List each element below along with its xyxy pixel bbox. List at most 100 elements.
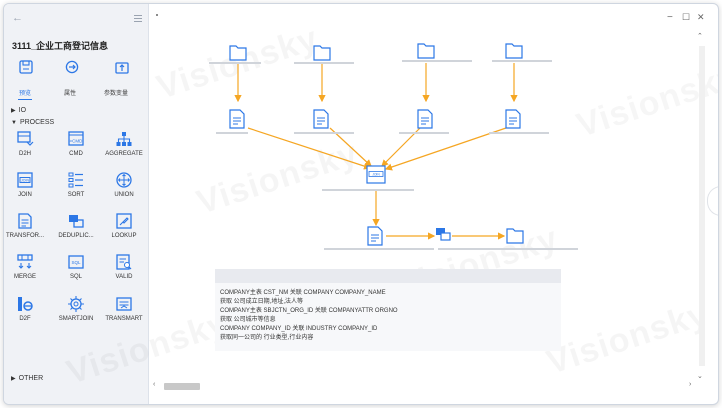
union-icon: [116, 172, 132, 188]
description-line: 获取 公司成立日期,地址,法人等: [220, 299, 304, 305]
minimize-button[interactable]: −: [667, 12, 673, 23]
description-line: 获取同一公司的 行业类型,行业内容: [220, 335, 314, 341]
transmart-icon: [116, 297, 132, 311]
scroll-down-icon[interactable]: ⌄: [697, 373, 703, 380]
d2f-icon: [18, 297, 33, 311]
tool-label: MERGE: [13, 274, 36, 280]
tool-label: CMD: [69, 151, 83, 157]
tool-cmd[interactable]: >CMD CMD: [55, 130, 97, 164]
tool-merge[interactable]: MERGE: [4, 253, 46, 287]
expand-icon: ▶: [11, 376, 16, 382]
node-label: [438, 248, 578, 250]
tool-aggregate[interactable]: AGGREGATE: [103, 130, 145, 164]
source-folder-node[interactable]: [229, 45, 247, 61]
tool-label: JOIN: [18, 192, 32, 198]
group-io[interactable]: ▶IO: [11, 107, 26, 114]
tool-transform[interactable]: TRANSFOR...: [4, 212, 46, 246]
valid-icon: [116, 254, 132, 270]
tool-dedup[interactable]: DEDUPLIC...: [55, 212, 97, 246]
side-panel-handle[interactable]: [707, 186, 718, 216]
transform-node[interactable]: [367, 226, 383, 246]
transform-node[interactable]: [229, 109, 245, 129]
tool-d2f[interactable]: D2F: [4, 295, 46, 329]
tab-parameters[interactable]: 参数变量: [104, 91, 129, 97]
save-icon[interactable]: [19, 60, 35, 76]
flow-edge: [381, 127, 421, 167]
watermark: Visionsky: [542, 294, 713, 383]
tab-properties[interactable]: 属性: [64, 91, 77, 97]
run-icon[interactable]: [65, 60, 81, 76]
description-panel: COMPANY主表 CST_NM 关联 COMPANY COMPANY_NAME…: [215, 269, 561, 351]
transform-node[interactable]: [313, 109, 329, 129]
d2h-icon: [17, 131, 34, 146]
tool-label: DEDUPLIC...: [58, 233, 94, 239]
tool-label: AGGREGATE: [105, 151, 143, 157]
back-icon[interactable]: ←: [12, 12, 23, 24]
transform-node[interactable]: [417, 109, 433, 129]
group-process-label: PROCESS: [19, 119, 55, 126]
join-node[interactable]: JOIN: [366, 165, 386, 184]
close-button[interactable]: ✕: [697, 12, 705, 22]
tool-label: SQL: [69, 274, 82, 280]
node-label: [402, 60, 472, 62]
node-label: [492, 60, 552, 62]
collapse-icon: ▼: [11, 120, 17, 126]
status-dot: [156, 14, 158, 16]
tool-d2h[interactable]: D2H: [4, 130, 46, 164]
transform-icon: [18, 213, 32, 229]
node-label: [209, 62, 261, 64]
tool-transmart[interactable]: TRANSMART: [103, 295, 145, 329]
tool-label: SORT: [67, 192, 85, 198]
node-label: [216, 132, 248, 134]
description-line: 获取 公司城市等信息: [220, 317, 276, 323]
tool-label: TRANSFOR...: [5, 233, 44, 239]
sidebar: ← 3111_企业工商登记信息 预览 属性 参数变量 ▶IO ▼PROCESS: [4, 4, 149, 404]
cmd-icon: >CMD: [68, 131, 84, 146]
aggregate-icon: [116, 132, 132, 146]
flow-edge: [329, 127, 372, 167]
description-line: COMPANY主表 SBJCTN_ORG_ID 关联 COMPANYATTR O…: [220, 308, 398, 314]
transform-node[interactable]: [505, 109, 521, 129]
join-icon: JOIN: [17, 172, 33, 188]
tool-label: D2F: [19, 316, 31, 322]
tool-lookup[interactable]: LOOKUP: [103, 212, 145, 246]
dedup-node[interactable]: [436, 228, 451, 241]
export-icon[interactable]: [115, 60, 131, 76]
svg-text:>CMD: >CMD: [70, 139, 84, 144]
horizontal-scrollbar-thumb[interactable]: [164, 383, 200, 390]
group-io-label: IO: [18, 107, 27, 114]
vertical-scrollbar-thumb[interactable]: [699, 46, 705, 366]
source-folder-node[interactable]: [313, 45, 331, 61]
page-title: 3111_企业工商登记信息: [12, 41, 109, 51]
tool-union[interactable]: UNION: [103, 171, 145, 205]
flow-edge: [247, 127, 372, 170]
tool-label: VALID: [115, 274, 133, 280]
node-label: [322, 189, 414, 191]
tool-sort[interactable]: SORT: [55, 171, 97, 205]
tool-valid[interactable]: VALID: [103, 253, 145, 287]
tool-smartjoin[interactable]: SMARTJOIN: [55, 295, 97, 329]
svg-text:JOIN: JOIN: [21, 179, 29, 183]
node-label: [294, 132, 354, 134]
tool-label: UNION: [114, 192, 134, 198]
scroll-left-icon[interactable]: ‹: [153, 381, 156, 388]
flow-diagram: JOIN: [229, 43, 524, 246]
source-folder-node[interactable]: [505, 43, 523, 59]
group-other-label: OTHER: [18, 375, 44, 382]
tab-preview[interactable]: 预览: [19, 91, 32, 97]
scroll-up-icon[interactable]: ⌃: [697, 33, 703, 40]
target-folder-node[interactable]: [506, 228, 524, 244]
tool-join[interactable]: JOIN JOIN: [4, 171, 46, 205]
menu-icon[interactable]: [134, 15, 142, 22]
source-folder-node[interactable]: [417, 43, 435, 59]
group-other[interactable]: ▶OTHER: [11, 375, 43, 382]
tool-sql[interactable]: SQL SQL: [55, 253, 97, 287]
sql-icon: SQL: [68, 255, 84, 269]
horizontal-scrollbar[interactable]: [154, 382, 699, 391]
node-label: [324, 248, 434, 250]
app-window: ← 3111_企业工商登记信息 预览 属性 参数变量 ▶IO ▼PROCESS: [3, 3, 719, 405]
scroll-right-icon[interactable]: ›: [689, 381, 692, 388]
group-process[interactable]: ▼PROCESS: [11, 119, 54, 126]
node-label: [294, 62, 354, 64]
maximize-button[interactable]: ☐: [682, 12, 691, 22]
